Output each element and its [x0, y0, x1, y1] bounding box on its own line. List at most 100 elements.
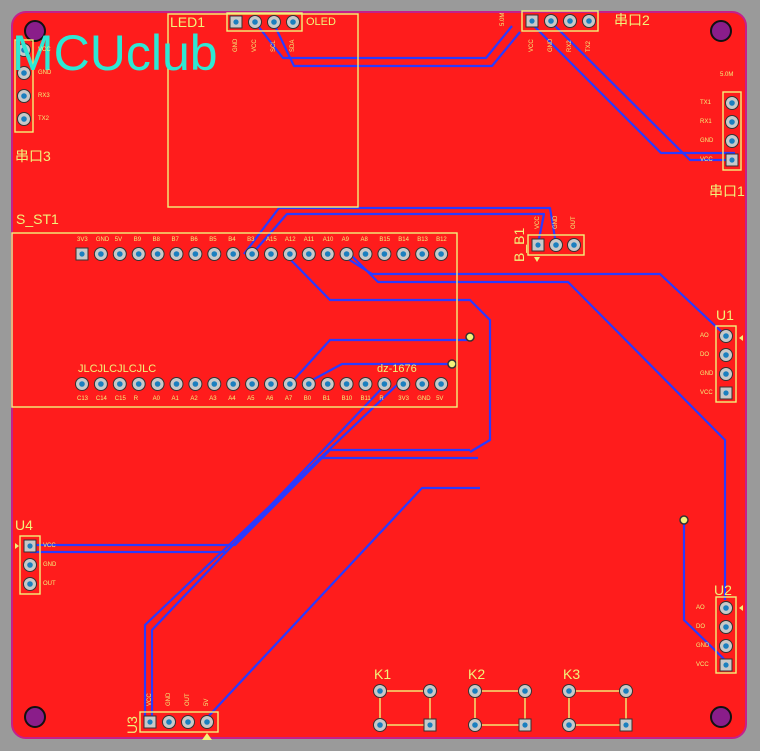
- sst1-top-pad-hole: [419, 251, 426, 257]
- u2-pad-hole: [723, 605, 729, 611]
- sst1-bottom-pin-label: GND: [417, 396, 431, 402]
- sst1-bottom-pad-hole: [249, 381, 255, 387]
- sst1-top-pad-hole: [324, 251, 331, 257]
- pin1-marker: [739, 605, 743, 611]
- u1-pin-label: DO: [700, 352, 709, 358]
- uart2-pin-label: VCC: [529, 39, 535, 52]
- sst1-top-pad-hole: [192, 251, 199, 257]
- sst1-bottom-pin-label: A6: [266, 396, 274, 402]
- sst1-bottom-pin-label: A2: [190, 396, 198, 402]
- mounting-hole: [710, 706, 732, 728]
- sst1-bottom-pad-hole: [400, 381, 407, 387]
- sst1-bottom-pad-hole: [173, 381, 180, 387]
- bb1-pad-hole: [553, 242, 559, 248]
- sst1-bottom-pad-hole: [419, 381, 426, 387]
- uart1-pad-hole: [729, 100, 735, 106]
- uart3-pin-label: TX2: [38, 116, 50, 122]
- u2-pin-label: VCC: [696, 662, 709, 668]
- trace: [251, 212, 546, 255]
- pads: [17, 14, 739, 732]
- sst1-ref: S_ST1: [16, 211, 59, 227]
- trace: [289, 338, 470, 385]
- uart3-pin-label: GND: [38, 70, 52, 76]
- uart2-pad-hole: [529, 18, 535, 24]
- k1-pad-hole: [427, 688, 433, 694]
- k3-ref: K3: [563, 666, 581, 682]
- sst1-bottom-pin-label: B11: [360, 396, 371, 402]
- u4-pad-hole: [27, 581, 33, 587]
- k2-pad-hole: [472, 722, 478, 728]
- u3-header-outline: [139, 711, 219, 733]
- pin1-marker: [15, 543, 19, 549]
- trace: [349, 253, 727, 600]
- sst1-top-pad-hole: [438, 251, 444, 257]
- sst1-bottom-pad-hole: [192, 381, 199, 387]
- sst1-bottom-pin-label: A3: [209, 396, 217, 402]
- bb1-pin-label: VCC: [535, 216, 541, 229]
- sst1-bottom-pad-hole: [381, 381, 388, 387]
- bb1-pin-label: GND: [553, 215, 559, 229]
- sst1-top-pin-label: B12: [436, 237, 447, 243]
- sst1-top-pin-label: B5: [209, 237, 217, 243]
- sst1-top-pad-hole: [173, 251, 180, 257]
- uart1-pin-label: RX1: [700, 119, 712, 125]
- led1-pad-hole: [290, 19, 296, 25]
- sst1-top-pin-label: A9: [341, 237, 349, 243]
- trace: [284, 253, 492, 453]
- u2-pin-label: DO: [696, 624, 705, 630]
- sst1-bottom-pin-label: A1: [171, 396, 179, 402]
- uart2-ref: 串口2: [614, 12, 650, 28]
- sst1-silk-top: JLCJLCJLCJLC: [78, 363, 157, 375]
- u2-header-outline: [715, 596, 737, 674]
- sst1-top-pin-label: B15: [379, 237, 391, 243]
- sst1-top-pad-hole: [211, 251, 218, 257]
- sst1-top-pad-hole: [98, 251, 104, 257]
- sst1-bottom-pin-label: C13: [77, 396, 89, 402]
- sst1-bottom-pin-label: C15: [114, 396, 126, 402]
- sst1-top-pin-label: A11: [303, 237, 315, 243]
- u4-pin-label: VCC: [43, 543, 56, 549]
- u4-pin-label: OUT: [43, 581, 56, 587]
- led1-header-outline: [226, 12, 303, 32]
- led1-pin-label: SCL: [271, 40, 277, 52]
- sst1-top-pad-hole: [287, 251, 293, 257]
- k1-pad-hole: [377, 722, 383, 728]
- trace: [272, 21, 521, 68]
- uart2-pad-hole: [548, 18, 554, 24]
- uart2-pin-label: GND: [548, 38, 554, 52]
- u2-pad-hole: [723, 662, 729, 668]
- u4-pin-label: GND: [43, 562, 57, 568]
- uart2-pad-hole: [586, 18, 592, 24]
- sst1-bottom-pad-hole: [211, 381, 218, 387]
- u1-pad-hole: [723, 333, 729, 339]
- bb1-pad-hole: [535, 242, 541, 248]
- sst1-top-pin-label: B14: [398, 237, 409, 243]
- trace: [204, 486, 480, 721]
- sst1-top-pad-hole: [381, 251, 388, 257]
- u1-pad-hole: [723, 352, 729, 358]
- u2-pin-label: AO: [696, 605, 705, 611]
- sst1-bottom-pad-hole: [98, 381, 104, 387]
- uart1-header-outline: [722, 91, 742, 171]
- trace: [550, 21, 733, 162]
- trace: [254, 21, 513, 60]
- u3-pad-hole: [185, 719, 191, 725]
- led1-pad-hole: [233, 19, 239, 25]
- sst1-top-pin-label: B9: [133, 237, 142, 243]
- sst1-bottom-pin-label: 5V: [436, 396, 444, 402]
- k3-outline: [568, 690, 627, 726]
- trace: [339, 253, 726, 336]
- sst1-outline: [11, 232, 458, 408]
- sst1-top-pin-label: 3V3: [77, 237, 88, 243]
- uart3-pin-label: VCC: [38, 47, 51, 53]
- uart1-pin-label: VCC: [700, 157, 713, 163]
- u3-ref: U3: [124, 716, 140, 734]
- uart1-header: 5.0M: [720, 72, 734, 78]
- u3-pin-label: OUT: [185, 693, 191, 706]
- uart1-pin-label: GND: [700, 138, 714, 144]
- sst1-top-pin-label: GND: [95, 237, 110, 243]
- u1-pad-hole: [723, 390, 729, 396]
- sst1-top-pin-label: B3: [247, 237, 255, 243]
- uart3-header-outline: [14, 39, 34, 133]
- sst1-top-pad-hole: [362, 251, 369, 257]
